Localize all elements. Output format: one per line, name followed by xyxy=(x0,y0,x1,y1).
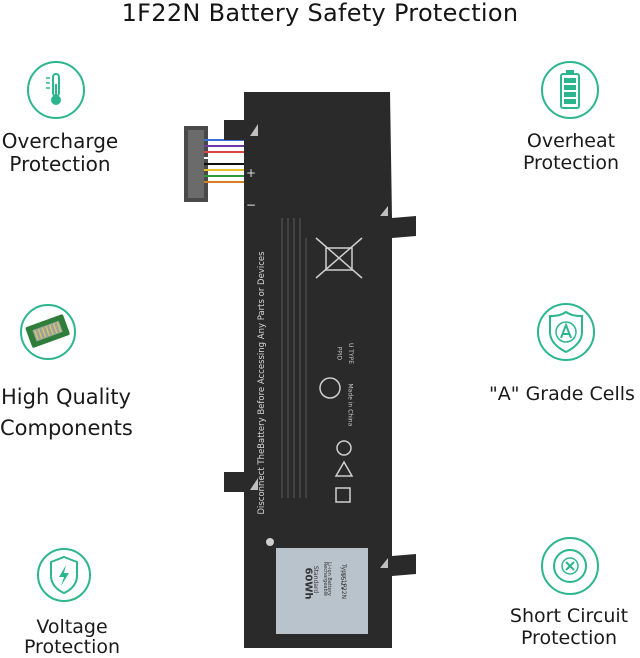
battery-warning-text: Disconnect TheBattery Before Accessing A… xyxy=(257,251,267,515)
standard-label: Standard xyxy=(312,565,320,594)
battery-level-icon xyxy=(538,58,602,122)
battery-plus-sign: + xyxy=(246,166,257,180)
thermometer-icon xyxy=(24,58,88,122)
overheat-label: Overheat Protection xyxy=(522,130,620,174)
ppid-label: PPID xyxy=(335,346,343,361)
chemistry-label: Li-ion Battery xyxy=(325,562,332,596)
page-title: 1F22N Battery Safety Protection xyxy=(121,0,519,27)
short-circuit-label: Short Circuit Protection xyxy=(509,605,629,649)
battery-image: Disconnect TheBattery Before Accessing A… xyxy=(180,88,430,648)
short-circuit-icon xyxy=(538,534,602,598)
grade-label: "A" Grade Cells xyxy=(489,383,635,405)
battery-minus-sign: − xyxy=(246,198,257,212)
lightning-shield-icon xyxy=(32,543,96,607)
utype-label: U TYPE xyxy=(347,342,355,365)
components-label: High Quality Components xyxy=(0,385,133,440)
grade-a-shield-icon xyxy=(534,300,598,364)
voltage-label: Voltage Protection xyxy=(23,616,121,658)
overcharge-label: Overcharge Protection xyxy=(1,129,119,176)
made-in-label: Made in China xyxy=(346,383,354,427)
voltage-spec-label: 15.2V xyxy=(339,572,347,591)
circuit-chip-icon xyxy=(18,302,82,366)
